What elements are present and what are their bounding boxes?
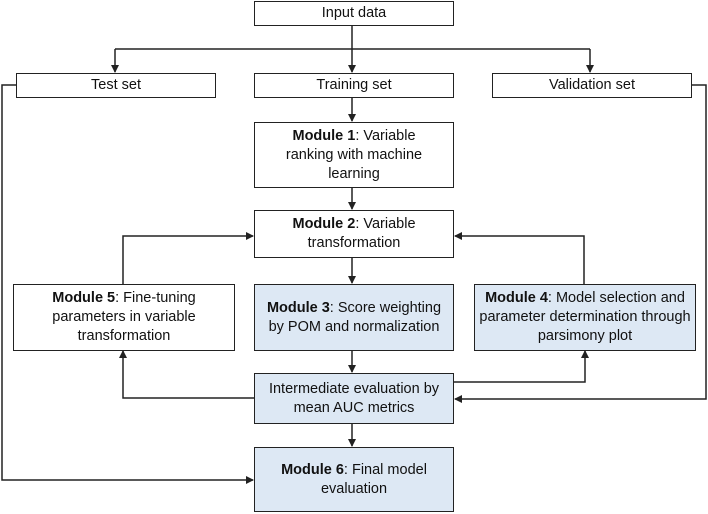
module2-node: Module 2: Variable transformation (254, 210, 454, 258)
module1-content: Module 1: Variable ranking with machine … (269, 127, 439, 184)
intermediate-evaluation-label: Intermediate evaluation by mean AUC metr… (268, 380, 440, 416)
module5-node: Module 5: Fine-tuning parameters in vari… (13, 284, 235, 351)
arrow-module5-module2 (122, 232, 254, 284)
module2-title: Module 2 (292, 216, 356, 232)
module6-text: : Final model evaluation (320, 461, 427, 497)
training-set-node: Training set (254, 73, 454, 98)
intermediate-evaluation-node: Intermediate evaluation by mean AUC metr… (254, 373, 454, 424)
test-set-label: Test set (91, 77, 141, 93)
validation-set-label: Validation set (549, 77, 635, 93)
module4-title: Module 4 (485, 290, 548, 306)
validation-set-node: Validation set (492, 73, 692, 98)
arrow-test-module6 (1, 84, 254, 484)
module5-title: Module 5 (52, 290, 116, 306)
input-data-node: Input data (254, 1, 454, 26)
module1-title: Module 1 (292, 127, 356, 144)
module5-content: Module 5: Fine-tuning parameters in vari… (30, 289, 218, 346)
module1-node: Module 1: Variable ranking with machine … (254, 122, 454, 188)
module3-content: Module 3: Score weighting by POM and nor… (265, 299, 443, 337)
module4-node: Module 4: Model selection and parameter … (474, 284, 696, 351)
module3-text: : Score weighting by POM and normalizati… (268, 299, 442, 335)
test-set-node: Test set (16, 73, 216, 98)
module6-content: Module 6: Final model evaluation (267, 461, 441, 499)
arrow-module4-module2 (454, 232, 585, 284)
arrow-validation-intermediate (454, 84, 707, 403)
module2-content: Module 2: Variable transformation (269, 215, 439, 253)
arrow-intermediate-module4 (454, 350, 589, 383)
module2-text: : Variable transformation (307, 216, 416, 251)
module6-node: Module 6: Final model evaluation (254, 447, 454, 512)
module3-title: Module 3 (266, 299, 330, 316)
module6-title: Module 6 (281, 461, 344, 478)
input-data-label: Input data (321, 5, 387, 21)
module5-text: : Fine-tuning parameters in variable tra… (52, 290, 196, 344)
arrow-intermediate-module5 (119, 350, 254, 399)
module3-node: Module 3: Score weighting by POM and nor… (254, 284, 454, 351)
module4-content: Module 4: Model selection and parameter … (479, 289, 691, 346)
training-set-label: Training set (316, 77, 392, 93)
module4-text: : Model selection and parameter determin… (479, 290, 691, 344)
module1-text: : Variable ranking with machine learning (285, 127, 423, 182)
